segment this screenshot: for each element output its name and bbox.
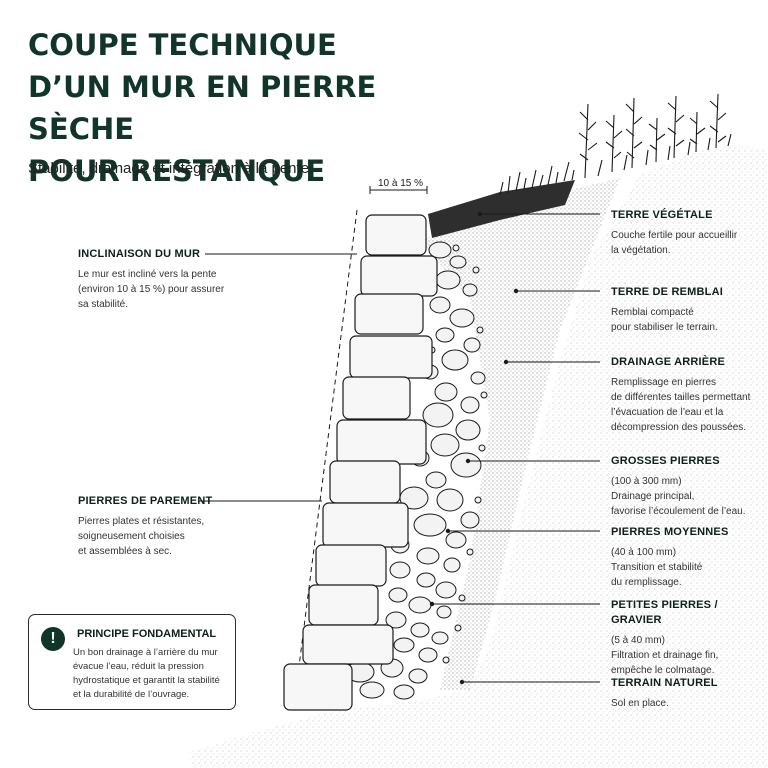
title-line-3: POUR RESTANQUE — [28, 154, 326, 188]
facing-stones — [283, 214, 438, 711]
annotation-heading: TERRE VÉGÉTALE — [611, 209, 713, 221]
subtitle: Stabilité, drainage et intégration à la … — [28, 160, 310, 177]
annotation-body: (100 à 300 mm) Drainage principal, favor… — [611, 476, 746, 517]
annotation-heading: DRAINAGE ARRIÈRE — [611, 356, 726, 368]
annotation-body: Remblai compacté pour stabiliser le terr… — [611, 307, 718, 333]
annotation-inclinaison: INCLINAISON DU MUR Le mur est incliné ve… — [78, 247, 278, 312]
annotation-petites-pierres: PETITES PIERRES / GRAVIER (5 à 40 mm) Fi… — [611, 598, 766, 678]
annotation-grosses-pierres: GROSSES PIERRES (100 à 300 mm) Drainage … — [611, 454, 766, 519]
callout-body: Un bon drainage à l’arrière du mur évacu… — [73, 647, 220, 700]
annotation-parement: PIERRES DE PAREMENT Pierres plates et ré… — [78, 494, 278, 559]
annotation-heading: PETITES PIERRES / GRAVIER — [611, 599, 718, 626]
annotation-body: Remplissage en pierres de différentes ta… — [611, 377, 751, 433]
annotation-body: Sol en place. — [611, 698, 669, 709]
annotation-pierres-moyennes: PIERRES MOYENNES (40 à 100 mm) Transitio… — [611, 525, 766, 590]
slope-indicator — [295, 186, 428, 691]
principle-callout: ! PRINCIPE FONDAMENTAL Un bon drainage à… — [28, 614, 236, 710]
leader-lines — [198, 213, 600, 683]
slope-label: 10 à 15 % — [378, 178, 423, 189]
annotation-body: (40 à 100 mm) Transition et stabilité du… — [611, 547, 703, 588]
topsoil-layer — [428, 180, 575, 238]
annotation-heading: PIERRES MOYENNES — [611, 526, 729, 538]
annotation-terrain-naturel: TERRAIN NATUREL Sol en place. — [611, 676, 766, 711]
annotation-heading: GROSSES PIERRES — [611, 455, 720, 467]
annotation-heading: INCLINAISON DU MUR — [78, 248, 201, 260]
title-line-1: COUPE TECHNIQUE — [28, 28, 337, 62]
natural-terrain — [190, 145, 768, 768]
annotation-body: Pierres plates et résistantes, soigneuse… — [78, 516, 205, 557]
annotation-heading: TERRE DE REMBLAI — [611, 286, 723, 298]
title-line-2: D’UN MUR EN PIERRE SÈCHE — [28, 70, 377, 146]
annotation-heading: PIERRES DE PAREMENT — [78, 495, 213, 507]
vegetation — [499, 93, 732, 196]
page-title: COUPE TECHNIQUE D’UN MUR EN PIERRE SÈCHE… — [28, 24, 488, 192]
annotation-body: (5 à 40 mm) Filtration et drainage fin, … — [611, 635, 719, 676]
backfill-soil — [420, 178, 620, 690]
drainage-stones — [345, 241, 488, 700]
callout-heading: PRINCIPE FONDAMENTAL — [77, 628, 217, 640]
annotation-drainage-arriere: DRAINAGE ARRIÈRE Remplissage en pierres … — [611, 355, 766, 435]
exclamation-icon: ! — [41, 627, 65, 651]
annotation-body: Le mur est incliné vers la pente (enviro… — [78, 269, 225, 310]
annotation-terre-vegetale: TERRE VÉGÉTALE Couche fertile pour accue… — [611, 208, 766, 258]
annotation-terre-remblai: TERRE DE REMBLAI Remblai compacté pour s… — [611, 285, 766, 335]
leader-dots — [429, 211, 519, 685]
annotation-body: Couche fertile pour accueillir la végéta… — [611, 230, 738, 256]
annotation-heading: TERRAIN NATUREL — [611, 677, 718, 689]
